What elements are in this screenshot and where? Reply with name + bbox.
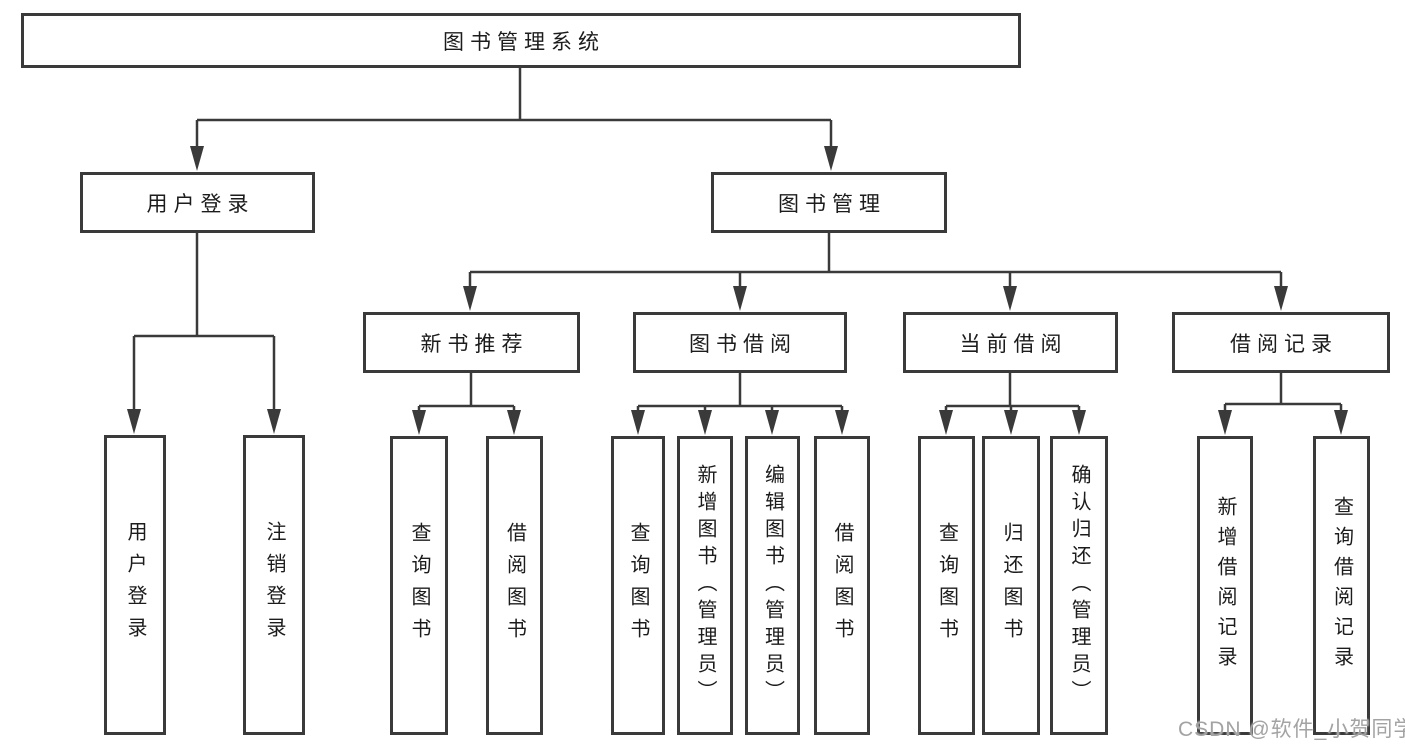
node-borrow-records: 借阅记录: [1172, 312, 1390, 373]
arrow-down-icon: [835, 410, 849, 435]
node-book-borrow: 图书借阅: [633, 312, 847, 373]
arrow-down-icon: [733, 286, 747, 311]
arrow-down-icon: [507, 410, 521, 435]
arrow-down-icon: [1218, 410, 1232, 435]
leaf-add-borrow-record: 新增借阅记录: [1197, 436, 1253, 735]
leaf-borrow-books-2: 借阅图书: [814, 436, 870, 735]
arrow-down-icon: [824, 146, 838, 171]
arrow-down-icon: [412, 410, 426, 435]
arrow-down-icon: [939, 410, 953, 435]
leaf-return-books: 归还图书: [982, 436, 1040, 735]
arrow-down-icon: [267, 409, 281, 434]
leaf-user-login-label: 用户登录: [124, 521, 146, 649]
node-user-login: 用户登录: [80, 172, 315, 233]
node-current-borrow: 当前借阅: [903, 312, 1118, 373]
node-book-borrow-label: 图书借阅: [689, 332, 797, 356]
watermark: CSDN @软件_小贺同学: [1178, 718, 1405, 741]
arrow-down-icon: [127, 409, 141, 434]
leaf-borrow-books-1-label: 借阅图书: [503, 521, 526, 650]
leaf-query-books-3-label: 查询图书: [935, 521, 958, 650]
leaf-add-book-admin: 新增图书（管理员）: [677, 436, 733, 735]
node-book-management: 图书管理: [711, 172, 947, 233]
arrow-down-icon: [190, 146, 204, 171]
leaf-query-books-2-label: 查询图书: [627, 521, 649, 650]
node-current-borrow-label: 当前借阅: [959, 332, 1068, 356]
leaf-query-borrow-record: 查询借阅记录: [1313, 436, 1370, 735]
leaf-query-books-2: 查询图书: [611, 436, 665, 735]
node-root-label: 图书管理系统: [443, 30, 605, 54]
leaf-add-borrow-record-label: 新增借阅记录: [1214, 495, 1236, 676]
leaf-confirm-return-admin: 确认归还（管理员）: [1050, 436, 1108, 735]
arrow-down-icon: [631, 410, 645, 435]
arrow-down-icon: [1334, 410, 1348, 435]
arrow-down-icon: [1003, 286, 1017, 311]
leaf-query-books-1: 查询图书: [390, 436, 448, 735]
arrow-down-icon: [1072, 410, 1086, 435]
leaf-edit-book-admin-label: 编辑图书（管理员）: [761, 464, 784, 707]
node-book-management-label: 图书管理: [778, 192, 886, 216]
node-borrow-records-label: 借阅记录: [1230, 332, 1338, 356]
arrow-down-icon: [765, 410, 779, 435]
arrow-down-icon: [698, 410, 712, 435]
leaf-query-books-3: 查询图书: [918, 436, 975, 735]
arrow-down-icon: [1274, 286, 1288, 311]
leaf-query-books-1-label: 查询图书: [408, 521, 430, 650]
node-new-book-recommend: 新书推荐: [363, 312, 580, 373]
arrow-down-icon: [463, 286, 477, 311]
node-user-login-label: 用户登录: [146, 192, 255, 216]
arrowheads: [127, 146, 1348, 435]
leaf-add-book-admin-label: 新增图书（管理员）: [694, 464, 716, 707]
arrow-down-icon: [1004, 410, 1018, 435]
leaf-return-books-label: 归还图书: [1000, 521, 1022, 650]
leaf-logout: 注销登录: [243, 435, 305, 735]
leaf-confirm-return-admin-label: 确认归还（管理员）: [1068, 464, 1090, 707]
leaf-query-borrow-record-label: 查询借阅记录: [1330, 495, 1353, 676]
node-new-book-recommend-label: 新书推荐: [420, 332, 529, 356]
leaf-borrow-books-1: 借阅图书: [486, 436, 543, 735]
leaf-logout-label: 注销登录: [263, 521, 285, 649]
leaf-edit-book-admin: 编辑图书（管理员）: [745, 436, 800, 735]
leaf-borrow-books-2-label: 借阅图书: [831, 521, 853, 650]
node-root: 图书管理系统: [21, 13, 1021, 68]
leaf-user-login: 用户登录: [104, 435, 166, 735]
